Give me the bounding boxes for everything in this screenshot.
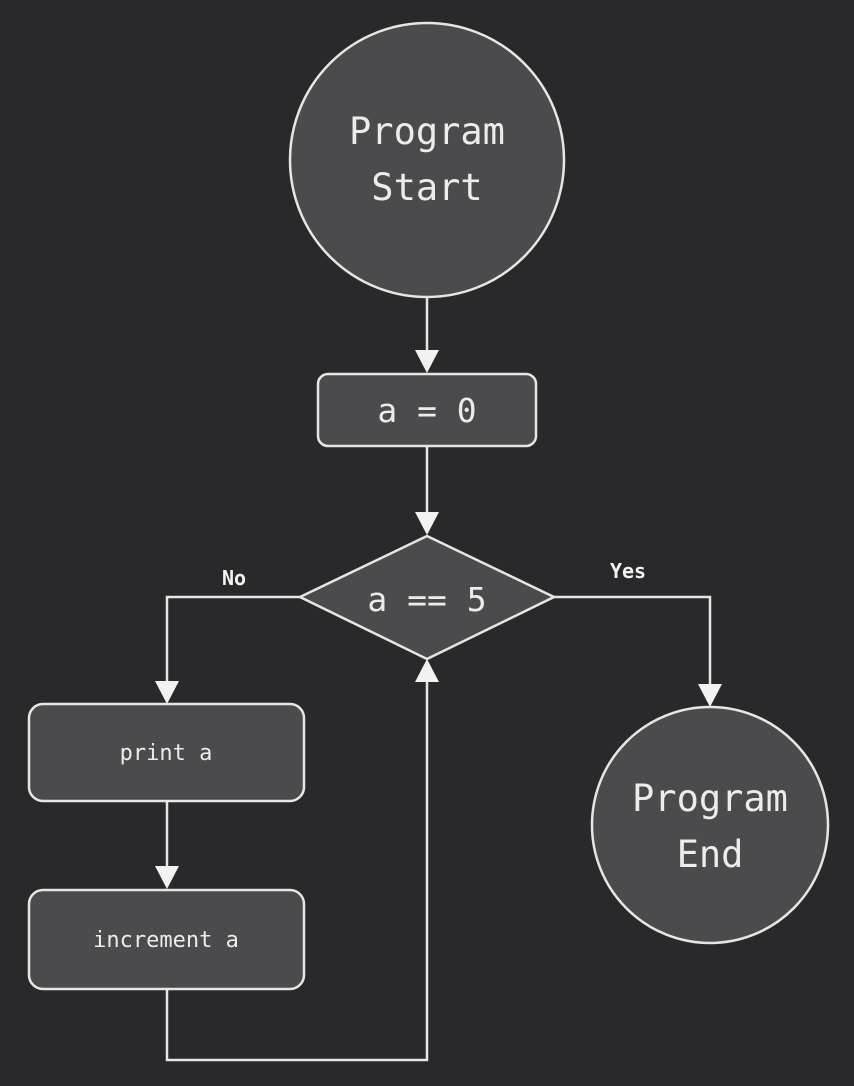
end-node-line1: Program	[632, 777, 788, 820]
start-node	[288, 21, 566, 299]
arrow-condition-to-end	[698, 684, 722, 707]
arrow-condition-to-print	[155, 681, 179, 704]
init-node-label: a = 0	[377, 391, 476, 430]
print-node-label: print a	[120, 741, 213, 766]
edge-condition-to-end	[554, 595, 712, 686]
edge-label-no: No	[222, 566, 246, 590]
edge-condition-to-print	[165, 595, 300, 683]
edge-increment-to-condition	[165, 680, 429, 1062]
arrow-increment-to-condition	[415, 659, 439, 682]
init-node	[316, 372, 538, 448]
increment-node-label: increment a	[93, 928, 239, 953]
print-node	[27, 702, 306, 803]
end-node	[590, 705, 830, 945]
start-node-line2: Start	[371, 166, 482, 209]
increment-node	[27, 888, 306, 991]
end-node-line2: End	[677, 833, 744, 876]
arrow-start-to-init	[415, 350, 439, 373]
arrow-print-to-increment	[155, 866, 179, 889]
condition-node-label: a == 5	[367, 580, 486, 619]
arrow-init-to-condition	[415, 512, 439, 535]
start-node-line1: Program	[349, 110, 505, 153]
condition-node	[297, 534, 557, 661]
edge-label-yes: Yes	[610, 559, 646, 583]
